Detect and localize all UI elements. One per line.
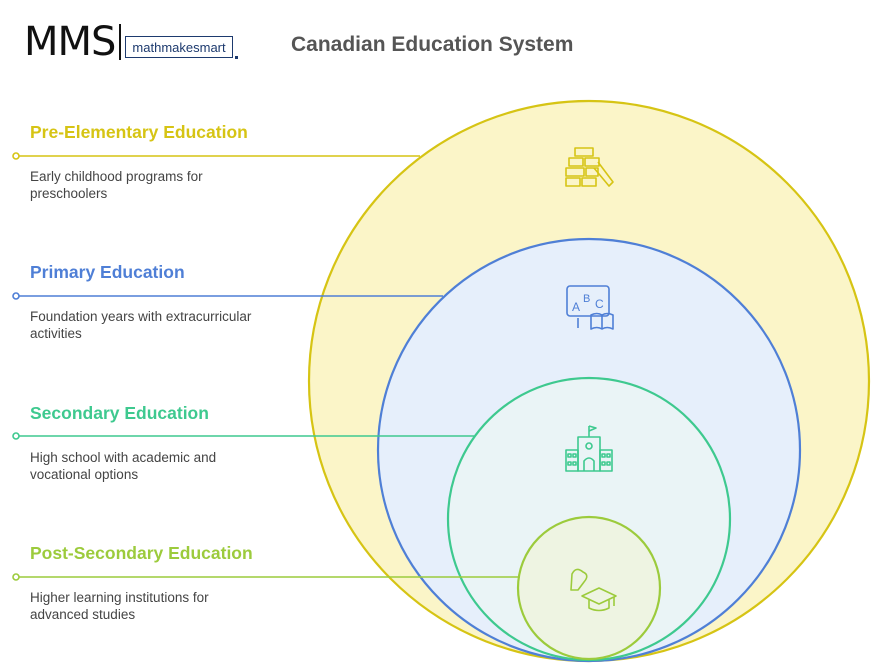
secondary-heading: Secondary Education — [30, 403, 209, 423]
connector-pre-elementary — [12, 152, 420, 160]
circle-post-secondary — [516, 515, 662, 661]
desc-line: advanced studies — [30, 607, 136, 622]
logo-divider — [119, 24, 122, 60]
abc-book-icon: A B C — [566, 285, 614, 330]
connector-secondary — [12, 432, 474, 440]
desc-line: preschoolers — [30, 186, 108, 201]
connector-dot — [12, 573, 20, 581]
desc-line: activities — [30, 326, 82, 341]
logo: MMS mathmakesmart — [24, 19, 238, 65]
page-title: Canadian Education System — [291, 33, 574, 56]
post-secondary-heading: Post-Secondary Education — [30, 543, 253, 563]
blocks-icon — [565, 147, 614, 187]
connector-dot — [12, 152, 20, 160]
logo-wordmark: mathmakesmart — [125, 36, 238, 59]
connector-dot — [12, 432, 20, 440]
svg-text:A: A — [572, 300, 580, 314]
svg-text:C: C — [595, 297, 604, 311]
svg-text:B: B — [583, 293, 590, 305]
desc-line: Early childhood programs for — [30, 169, 203, 184]
primary-desc: Foundation years with extracurricular ac… — [30, 308, 270, 342]
desc-line: Foundation years with extracurricular — [30, 309, 252, 324]
pre-elementary-desc: Early childhood programs for preschooler… — [30, 168, 270, 202]
post-secondary-desc: Higher learning institutions for advance… — [30, 589, 270, 623]
logo-mark: MMS — [24, 19, 116, 65]
desc-line: Higher learning institutions for — [30, 590, 209, 605]
connector-dot — [12, 292, 20, 300]
graduation-cap-icon — [570, 568, 617, 612]
school-building-icon — [565, 425, 613, 472]
connector-post-secondary — [12, 573, 520, 581]
desc-line: vocational options — [30, 467, 139, 482]
connector-primary — [12, 292, 443, 300]
primary-heading: Primary Education — [30, 262, 185, 282]
pre-elementary-heading: Pre-Elementary Education — [30, 122, 248, 142]
secondary-desc: High school with academic and vocational… — [30, 449, 270, 483]
desc-line: High school with academic and — [30, 450, 217, 465]
